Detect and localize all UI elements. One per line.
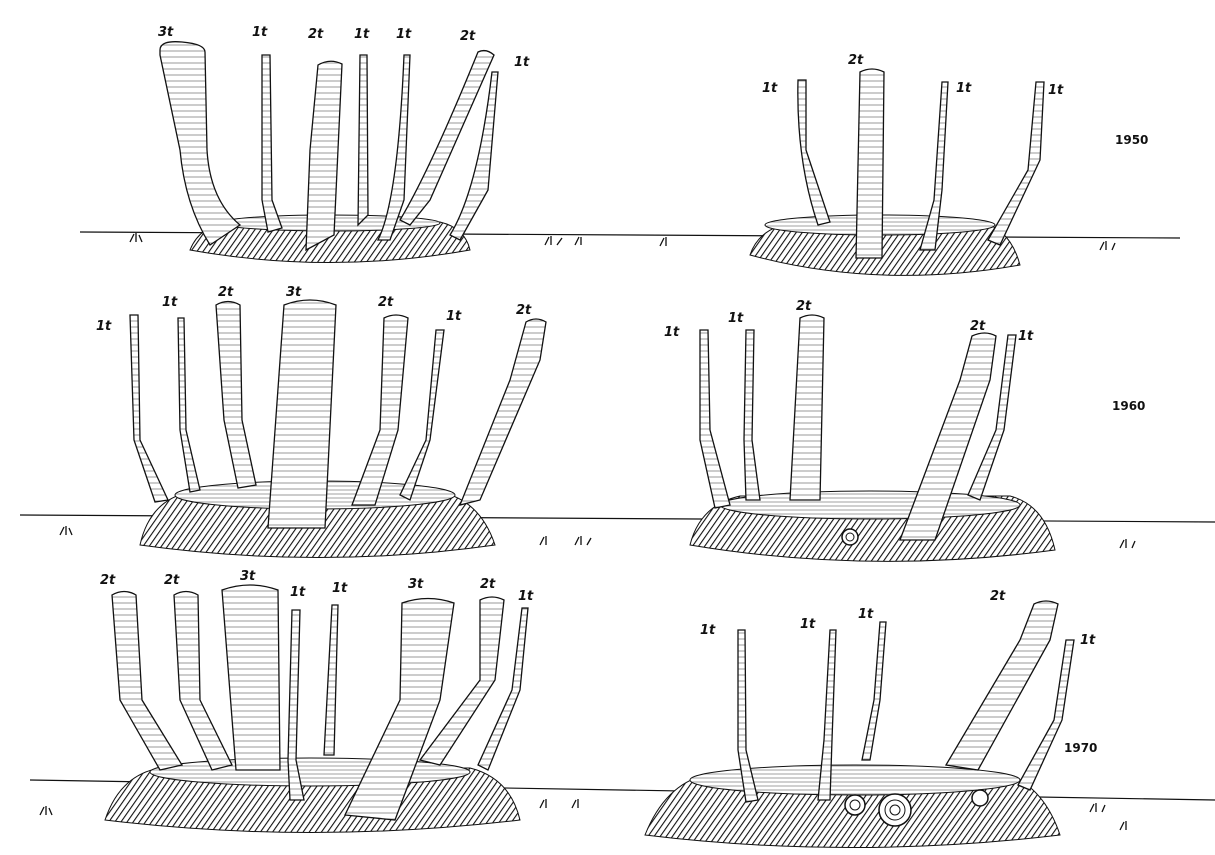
stem-label: 1t [396, 27, 412, 42]
stem-label: 3t [408, 577, 424, 592]
stem-label: 1t [354, 27, 370, 42]
stem-label: 1t [700, 623, 716, 638]
stem-label: 1t [1080, 633, 1096, 648]
stool-1950-right [750, 69, 1044, 275]
stem-label: 2t [164, 573, 180, 588]
stool-1960-left [130, 300, 546, 558]
stem-label: 1t [332, 581, 348, 596]
stem-label: 2t [516, 303, 532, 318]
stem-label: 2t [308, 27, 324, 42]
stem-label: 1t [728, 311, 744, 326]
stem-label: 1t [956, 81, 972, 96]
stem-label: 1t [800, 617, 816, 632]
stem-label: 2t [378, 295, 394, 310]
stem-label: 3t [286, 285, 302, 300]
stem-label: 1t [1018, 329, 1034, 344]
stem-label: 2t [480, 577, 496, 592]
stool-1950-left [160, 42, 498, 263]
stool-1970-left [105, 585, 528, 833]
stems [160, 42, 498, 250]
stem-label: 1t [446, 309, 462, 324]
year-label-1950: 1950 [1115, 133, 1148, 147]
stem-label: 1t [252, 25, 268, 40]
stem-label: 3t [240, 569, 256, 584]
stem-label: 1t [1048, 83, 1064, 98]
year-label-1960: 1960 [1112, 399, 1145, 413]
stem-label: 1t [762, 81, 778, 96]
stem-label: 2t [796, 299, 812, 314]
stem-label: 1t [858, 607, 874, 622]
stem-label: 3t [158, 25, 174, 40]
stem-label: 1t [96, 319, 112, 334]
stem-label: 2t [990, 589, 1006, 604]
stem-label: 1t [290, 585, 306, 600]
stem-label: 2t [848, 53, 864, 68]
stem-label: 2t [460, 29, 476, 44]
stem-label: 2t [218, 285, 234, 300]
stem-label: 1t [514, 55, 530, 70]
stem-label: 1t [518, 589, 534, 604]
stem-label: 1t [664, 325, 680, 340]
stool-1960-right [690, 315, 1055, 561]
year-label-1970: 1970 [1064, 741, 1097, 755]
stem-label: 2t [100, 573, 116, 588]
stem-label: 1t [162, 295, 178, 310]
stem-label: 2t [970, 319, 986, 334]
